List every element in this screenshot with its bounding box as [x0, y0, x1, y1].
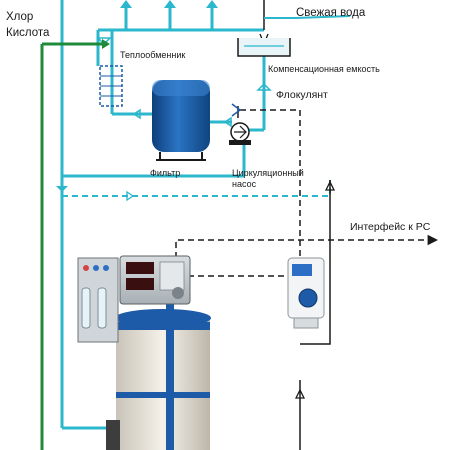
canister-icon	[116, 316, 210, 450]
fresh-water-label: Свежая вода	[296, 7, 366, 19]
heat-exchanger	[99, 65, 123, 107]
arrow-right-icon	[96, 37, 112, 46]
fresh-water-line	[264, 15, 351, 19]
arrow-up-icon	[120, 0, 132, 8]
arrow-up-icon	[294, 388, 306, 399]
arrow-right-icon	[223, 116, 232, 128]
dosing-pump	[287, 257, 325, 329]
pump-label-line1: Циркуляционный	[232, 168, 304, 178]
circulation-pump	[229, 122, 251, 145]
filter	[152, 80, 210, 161]
arrow-right-icon	[102, 39, 110, 49]
pump-control-line	[62, 180, 331, 197]
heat-exchanger-label: Теплообменник	[120, 50, 185, 60]
chemical-canister	[106, 300, 211, 450]
measurement-return-line	[300, 180, 331, 345]
dosing-controller	[77, 255, 191, 343]
arrow-up-icon	[324, 180, 336, 191]
compensation-tank-label: Компенсационная емкость	[268, 64, 380, 74]
pc-interface-label: Интерфейс к PC	[350, 221, 431, 233]
chlorine-label: Хлор	[6, 11, 33, 23]
arrow-left-icon	[132, 108, 141, 120]
arrow-up-icon	[256, 82, 272, 91]
acid-label: Кислота	[6, 27, 50, 39]
arrow-up-icon	[164, 0, 176, 8]
filter-label: Фильтр	[150, 168, 180, 178]
chemical-line	[40, 42, 108, 450]
compensation-tank	[237, 38, 291, 57]
pump-label-line2: насос	[232, 179, 257, 189]
water-flow-arrows	[56, 0, 272, 192]
flocculant-inlet-icon	[231, 103, 242, 117]
flocculant-dosing-line	[240, 109, 301, 286]
tank-icon	[237, 38, 291, 57]
flocculant-label: Флокулянт	[276, 89, 328, 101]
arrow-right-icon	[126, 190, 135, 202]
arrow-up-icon	[206, 0, 218, 8]
pc-interface-line	[175, 234, 439, 258]
filter-icon	[152, 80, 210, 152]
measuring-lines	[263, 0, 331, 450]
arrow-down-icon	[56, 186, 68, 192]
